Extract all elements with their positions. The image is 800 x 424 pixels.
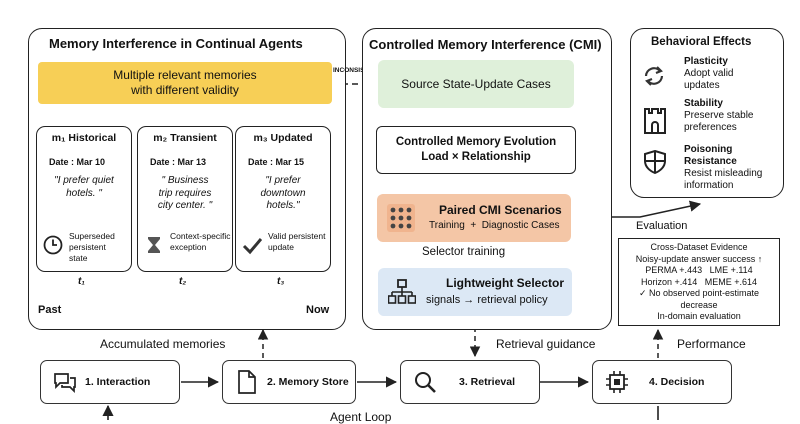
tick-t3: t₃ (277, 276, 285, 287)
memory-card-m3: m₃ Updated Date : Mar 15 "I prefer downt… (235, 126, 331, 272)
evolution-title: Controlled Memory Evolution (395, 136, 557, 148)
agent-loop-label: Agent Loop (330, 410, 392, 424)
evidence-box: Cross-Dataset Evidence Noisy-update answ… (618, 238, 780, 326)
loop-memory-store-box: 2. Memory Store (222, 360, 356, 404)
stability-desc: Preserve stable preferences (684, 110, 754, 133)
refresh-icon (644, 66, 664, 86)
evidence-line2: PERMA +.443 LME +.114 (645, 265, 753, 275)
paired-title: Paired CMI Scenarios (439, 203, 562, 217)
magnifier-icon (415, 372, 436, 393)
evidence-line1: Noisy-update answer success ↑ (635, 253, 763, 264)
loop-retrieval-label: 3. Retrieval (459, 376, 516, 388)
poisoning-text: Poisoning Resistance Resist misleading i… (684, 144, 762, 192)
plasticity-text: Plasticity Adopt valid updates (684, 56, 733, 92)
cmi-title: Controlled Memory Interference (CMI) (369, 37, 602, 52)
selector-training-label: Selector training (422, 246, 506, 258)
selector-sub: signals → retrieval policy (426, 294, 548, 306)
clock-icon (43, 235, 63, 255)
conflict-bar: Multiple relevant memories with differen… (38, 62, 332, 104)
poisoning-title: Poisoning Resistance (684, 144, 737, 167)
memory-quote: "I prefer downtown hotels." (260, 175, 306, 211)
evolution-sub: Load × Relationship (421, 151, 531, 163)
memory-date: Date : Mar 13 (150, 157, 207, 167)
poisoning-desc: Resist misleading information (684, 168, 763, 191)
evidence-line4: ✓ No observed point-estimate (638, 288, 760, 298)
loop-decision-box: 4. Decision (592, 360, 732, 404)
paired-scenarios-box: Paired CMI Scenarios Training + Diagnost… (377, 194, 571, 242)
evidence-title: Cross-Dataset Evidence (650, 242, 748, 252)
performance-label: Performance (677, 337, 746, 351)
memory-quote: "I prefer quiet hotels. " (54, 175, 114, 199)
loop-decision-label: 4. Decision (649, 376, 705, 388)
memory-interference-title: Memory Interference in Continual Agents (49, 36, 303, 51)
memory-note: Superseded persistent state (69, 231, 115, 263)
hourglass-icon (148, 237, 160, 253)
evaluation-label: Evaluation (636, 220, 688, 232)
inconsistent-label: INCONSISTENT (333, 67, 382, 74)
retrieval-guidance-label: Retrieval guidance (496, 337, 596, 351)
chat-icon (54, 373, 76, 394)
memory-note: Valid persistent update (268, 231, 326, 252)
memory-date: Date : Mar 10 (49, 157, 106, 167)
plasticity-desc: Adopt valid updates (684, 68, 734, 91)
source-cases-text: Source State-Update Cases (401, 77, 551, 91)
plasticity-title: Plasticity (684, 56, 728, 67)
behavioral-effects-title: Behavioral Effects (651, 36, 752, 48)
paired-sub: Training + Diagnostic Cases (429, 220, 560, 231)
memory-quote: " Business trip requires city center. " (157, 175, 213, 211)
loop-retrieval-box: 3. Retrieval (400, 360, 540, 404)
grid-dots-icon (387, 204, 415, 232)
memory-title: m₁ Historical (51, 132, 117, 144)
memory-card-m2: m₂ Transient Date : Mar 13 " Business tr… (137, 126, 233, 272)
tick-t2: t₂ (179, 276, 187, 287)
tower-icon (644, 108, 666, 134)
selector-box: Lightweight Selector signals → retrieval… (378, 268, 572, 316)
document-icon (238, 370, 256, 394)
evidence-line3: Horizon +.414 MEME +.614 (640, 276, 758, 287)
timeline-now-label: Now (306, 304, 330, 316)
chip-icon (606, 371, 628, 393)
conflict-text: Multiple relevant memories with differen… (113, 68, 257, 97)
memory-note: Context-specific exception (170, 231, 231, 252)
tick-t1: t₁ (78, 276, 85, 287)
network-icon (388, 279, 416, 304)
stability-text: Stability Preserve stable preferences (684, 98, 753, 134)
accumulated-memories-label: Accumulated memories (100, 337, 226, 351)
shield-icon (644, 150, 666, 174)
loop-memory-store-label: 2. Memory Store (267, 376, 349, 388)
evidence-line5: decrease (680, 299, 718, 310)
memory-title: m₃ Updated (253, 132, 313, 144)
evidence-line6: In-domain evaluation (657, 311, 741, 321)
loop-interaction-label: 1. Interaction (85, 376, 151, 388)
memory-date: Date : Mar 15 (248, 157, 305, 167)
selector-title: Lightweight Selector (446, 276, 565, 290)
source-cases-box: Source State-Update Cases (378, 60, 574, 108)
timeline-past-label: Past (38, 304, 62, 316)
loop-interaction-box: 1. Interaction (40, 360, 180, 404)
check-icon (242, 238, 262, 255)
memory-title: m₂ Transient (153, 132, 217, 144)
evolution-box: Controlled Memory Evolution Load × Relat… (376, 126, 576, 174)
memory-card-m1: m₁ Historical Date : Mar 10 "I prefer qu… (36, 126, 132, 272)
stability-title: Stability (684, 98, 723, 109)
